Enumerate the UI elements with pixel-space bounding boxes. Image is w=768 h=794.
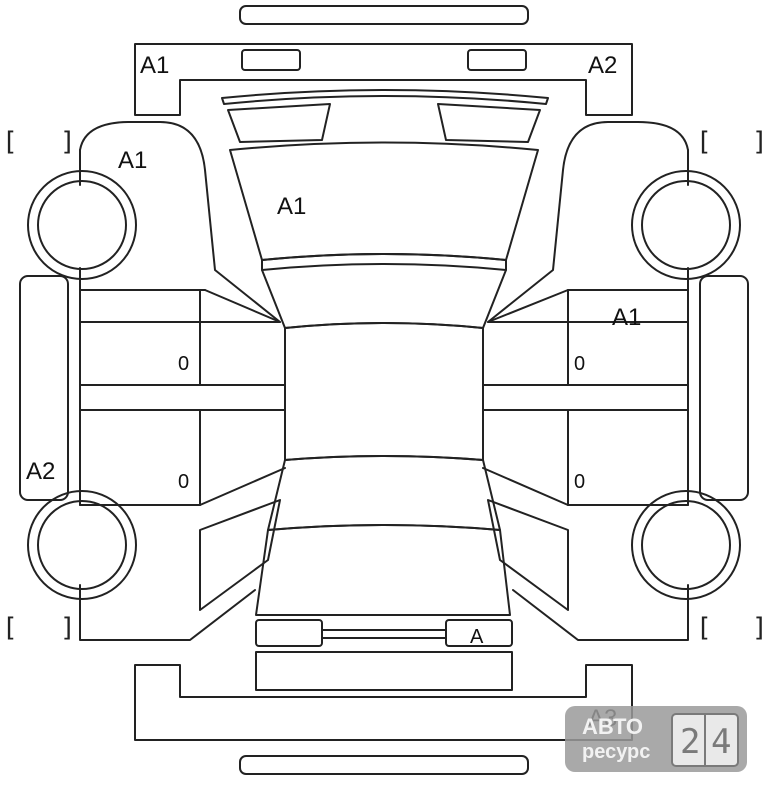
bracket-open-tr: [ bbox=[696, 127, 712, 157]
wheel-front-right bbox=[631, 170, 741, 280]
front-bumper bbox=[134, 43, 633, 116]
svg-text:2: 2 bbox=[680, 722, 700, 762]
mark-left-front-fender: A1 bbox=[118, 147, 147, 174]
mark-hood: A1 bbox=[277, 193, 306, 220]
mark-right-front-door-code: 0 bbox=[574, 353, 585, 375]
autoresurs-logo: АВТО ресурс 2 4 bbox=[565, 706, 747, 772]
mark-rear-license: A bbox=[470, 626, 484, 648]
mark-right-rear-door: 0 bbox=[574, 471, 585, 493]
mark-front-bumper-left: A1 bbox=[140, 52, 169, 79]
bracket-open-tl: [ bbox=[2, 127, 18, 157]
rear-strip bbox=[239, 755, 529, 775]
mark-left-sill: A2 bbox=[26, 458, 55, 485]
svg-text:АВТО: АВТО bbox=[582, 714, 643, 739]
wheel-front-left bbox=[27, 170, 137, 280]
wheel-rear-left bbox=[27, 490, 137, 600]
bracket-open-bl: [ bbox=[2, 613, 18, 643]
bracket-close-tr: ] bbox=[752, 127, 768, 157]
bracket-close-tl: ] bbox=[60, 127, 76, 157]
mark-left-front-door: 0 bbox=[178, 353, 189, 375]
bracket-open-br: [ bbox=[696, 613, 712, 643]
left-side-panels bbox=[19, 121, 286, 641]
mark-left-rear-door: 0 bbox=[178, 471, 189, 493]
mark-right-front-door: A1 bbox=[612, 304, 641, 331]
mark-front-bumper-right: A2 bbox=[588, 52, 617, 79]
bracket-close-bl: ] bbox=[60, 613, 76, 643]
svg-text:ресурс: ресурс bbox=[582, 741, 650, 763]
car-body-top bbox=[221, 89, 549, 691]
bracket-close-br: ] bbox=[752, 613, 768, 643]
svg-text:4: 4 bbox=[711, 722, 731, 762]
rear-bumper bbox=[134, 664, 633, 741]
wheel-rear-right bbox=[631, 490, 741, 600]
front-strip bbox=[239, 5, 529, 25]
